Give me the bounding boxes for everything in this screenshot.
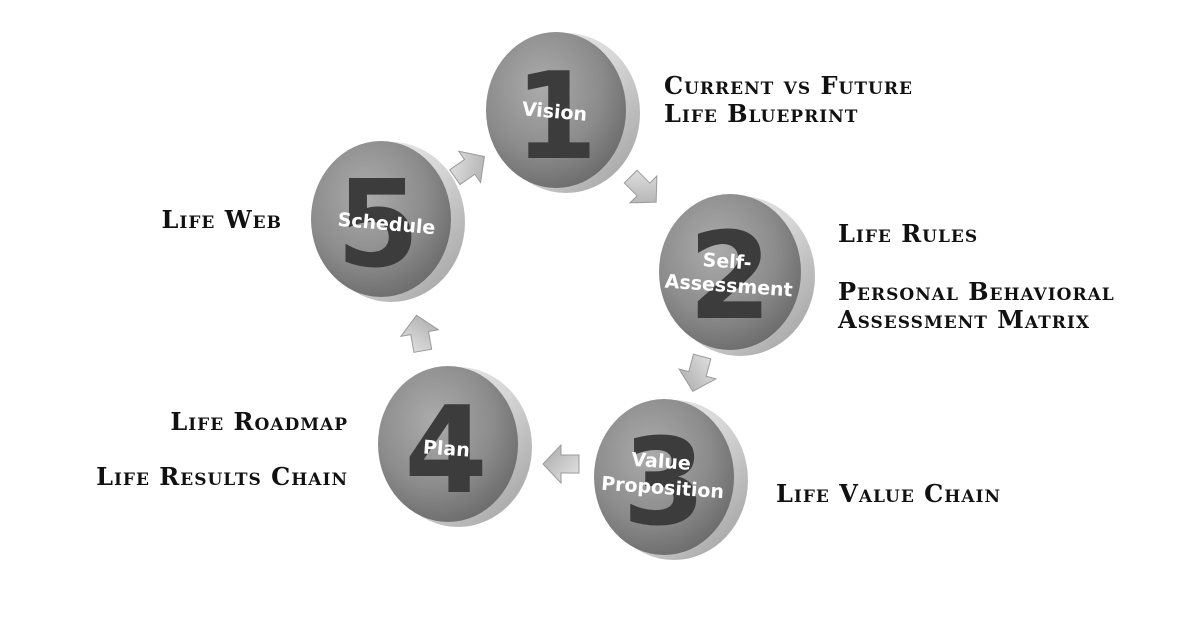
step-number: 2	[688, 208, 772, 347]
step-number: 1	[514, 48, 598, 187]
step-label: Value Proposition	[600, 447, 726, 503]
step-label: Plan	[422, 436, 470, 461]
self-assessment-rules-annotation: Life Rules	[838, 220, 978, 248]
annotation-line: Assessment Matrix	[838, 305, 1091, 334]
step-disc-self-assessment: 2 Self- Assessment	[659, 194, 815, 356]
self-assessment-matrix-annotation: Personal Behavioral Assessment Matrix	[838, 278, 1115, 334]
annotation-line: Life Roadmap	[170, 407, 348, 436]
annotation-line: Life Rules	[838, 219, 979, 248]
step-disc-value-proposition: 3 Value Proposition	[594, 399, 748, 560]
schedule-annotation: Life Web	[162, 206, 283, 234]
step-number: 4	[404, 382, 488, 521]
value-proposition-annotation: Life Value Chain	[776, 480, 1001, 508]
step-disc-schedule: 5 Schedule	[311, 141, 465, 302]
arrow-5-to-1	[449, 150, 485, 186]
plan-roadmap-annotation: Life Roadmap	[170, 408, 348, 436]
arrow-3-to-4	[542, 443, 580, 485]
step-number: 3	[622, 414, 706, 553]
plan-results-annotation: Life Results Chain	[96, 463, 348, 491]
annotation-line: Current vs Future	[664, 71, 913, 100]
annotation-line: Life Value Chain	[776, 479, 1002, 508]
annotation-line: Personal Behavioral	[838, 277, 1115, 306]
annotation-line: Life Blueprint	[664, 99, 859, 128]
arrow-4-to-5	[399, 314, 440, 353]
arrow-2-to-3	[678, 353, 718, 392]
annotation-line: Life Web	[161, 205, 282, 234]
arrow-1-to-2	[623, 169, 658, 204]
annotation-line: Life Results Chain	[96, 462, 348, 491]
vision-annotation: Current vs Future Life Blueprint	[664, 72, 913, 128]
step-number: 5	[336, 156, 420, 295]
step-disc-plan: 4 Plan	[378, 366, 532, 527]
step-disc-vision: 1 Vision	[486, 32, 640, 193]
